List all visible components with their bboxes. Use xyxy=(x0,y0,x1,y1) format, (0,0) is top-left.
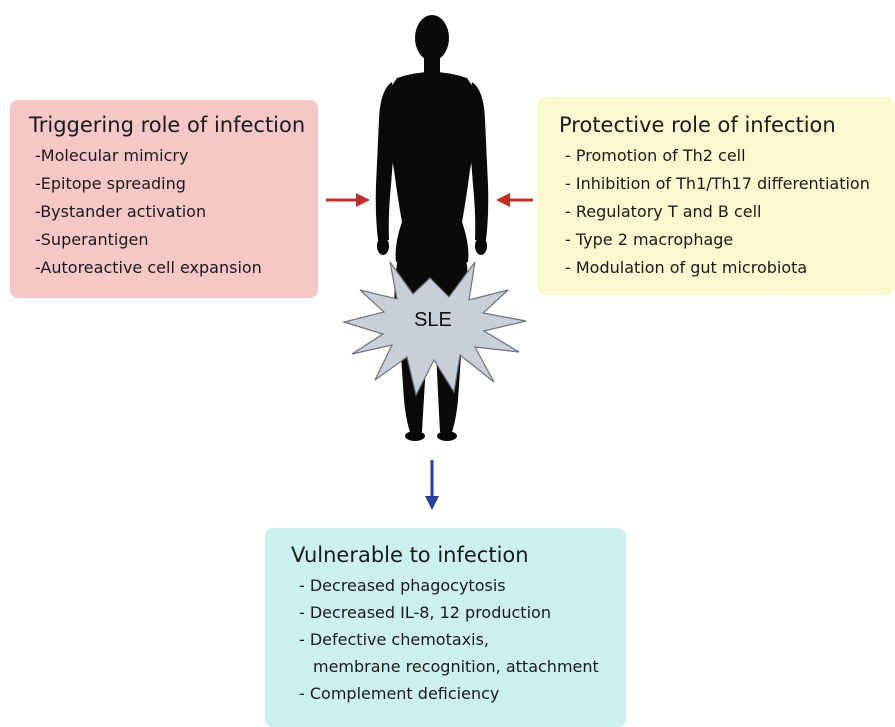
list-item: -Molecular mimicry xyxy=(29,142,304,170)
triggering-role-box: Triggering role of infection -Molecular … xyxy=(10,100,318,298)
triggering-role-list: -Molecular mimicry -Epitope spreading -B… xyxy=(29,142,304,282)
list-item: -Bystander activation xyxy=(29,198,304,226)
list-item: - Regulatory T and B cell xyxy=(559,198,895,226)
vulnerable-title: Vulnerable to infection xyxy=(291,542,626,568)
arrow-right-icon xyxy=(326,193,370,207)
list-item: -Superantigen xyxy=(29,226,304,254)
protective-role-title: Protective role of infection xyxy=(559,112,895,138)
list-item: -Autoreactive cell expansion xyxy=(29,254,304,282)
list-item: - Decreased IL-8, 12 production xyxy=(291,599,626,626)
vulnerable-list: - Decreased phagocytosis - Decreased IL-… xyxy=(291,572,626,707)
arrow-down-icon xyxy=(425,460,439,510)
list-item: - Complement deficiency xyxy=(291,680,626,707)
list-item: - Inhibition of Th1/Th17 differentiation xyxy=(559,170,895,198)
list-item: membrane recognition, attachment xyxy=(291,653,626,680)
triggering-role-title: Triggering role of infection xyxy=(29,112,304,138)
list-item: - Defective chemotaxis, xyxy=(291,626,626,653)
sle-label: SLE xyxy=(414,309,452,331)
list-item: -Epitope spreading xyxy=(29,170,304,198)
protective-role-list: - Promotion of Th2 cell - Inhibition of … xyxy=(559,142,895,282)
list-item: - Type 2 macrophage xyxy=(559,226,895,254)
list-item: - Decreased phagocytosis xyxy=(291,572,626,599)
list-item: - Modulation of gut microbiota xyxy=(559,254,895,282)
list-item: - Promotion of Th2 cell xyxy=(559,142,895,170)
protective-role-box: Protective role of infection - Promotion… xyxy=(537,97,895,295)
arrow-left-icon xyxy=(496,193,533,207)
human-silhouette xyxy=(376,15,489,441)
vulnerable-box: Vulnerable to infection - Decreased phag… xyxy=(265,528,626,727)
